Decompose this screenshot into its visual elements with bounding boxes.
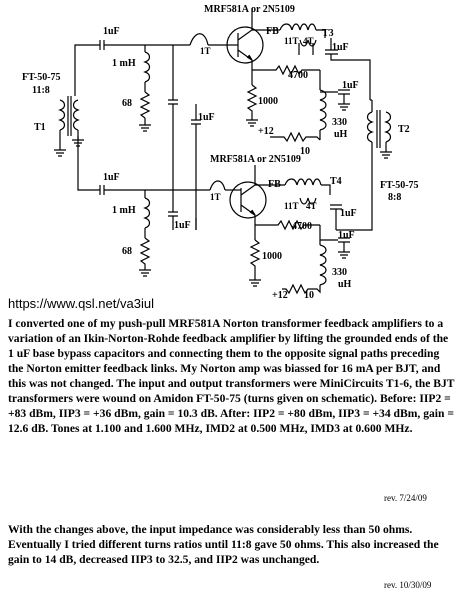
revision-date-1: rev. 7/24/09 [384,493,427,503]
cap-label-6: 1uF [342,80,359,91]
t2-core-label: FT-50-75 [380,180,419,191]
transformer-t1-secondary [72,99,80,131]
turns-1t-top: 1T [200,46,211,56]
r330-label-bottom: 330 [332,267,347,278]
r4700-label-bottom: 4700 [292,221,312,232]
transformer-t2-primary [366,111,374,143]
inductor-label-bottom: 1 mH [112,205,136,216]
description-paragraph-2: With the changes above, the input impeda… [8,523,439,566]
t2-ratio-label: 8:8 [388,192,401,203]
cap-label-2: 1uF [103,172,120,183]
t1-label: T1 [34,122,46,133]
fb-label-bottom: FB [268,179,281,190]
inductor-label-top: 1 mH [112,58,136,69]
r330-label-top: 330 [332,117,347,128]
transistor-top-label: MRF581A or 2N5109 [204,4,295,15]
uh-label-bottom: uH [338,279,352,290]
r68-label-bottom: 68 [122,246,132,257]
transformer-t2-secondary [384,111,392,143]
turns-11t-top: 11T [284,36,299,46]
t2-label: T2 [398,124,410,135]
transformer-t3-primary [291,23,317,31]
fb-label-top: FB [266,26,279,37]
t1-core-label: FT-50-75 [22,72,61,83]
inductor-330uh-bottom [319,244,327,286]
r10-label-top: 10 [300,146,310,157]
r68-label-top: 68 [122,98,132,109]
inductor-1mh-top [143,51,151,83]
t4-label: T4 [330,176,342,187]
vcc-label-bottom: +12 [272,290,288,300]
cap-label-4: 1uF [174,220,191,231]
cap-label-7: 1uF [340,208,357,219]
uh-label-top: uH [334,129,348,140]
inductor-330uh-top [319,89,327,131]
turns-11t-bottom: 11T [284,201,299,211]
cap-label-5: 1uF [332,42,349,53]
transistor-bottom-label: MRF581A or 2N5109 [210,154,301,165]
revision-date-2: rev. 10/30/09 [384,580,432,590]
description-paragraph-1: I converted one of my push-pull MRF581A … [8,317,455,435]
amplifier-schematic: MRF581A or 2N5109 MRF581A or 2N5109 FT-5… [22,4,419,300]
turns-1t-bottom: 1T [210,192,221,202]
resistor-68-top [139,91,151,119]
r4700-label-top: 4700 [288,70,308,81]
cap-1uf-bottom-input [99,185,105,195]
cap-label-1: 1uF [103,26,120,37]
cap-label-8: 1uF [338,230,355,241]
inductor-1mh-bottom [143,197,151,229]
transformer-t4-primary [296,178,322,186]
t1-ratio-label: 11:8 [32,85,50,96]
r1000-label-top: 1000 [258,96,278,107]
transformer-t1-primary [58,99,66,131]
cap-1uf-top-input [99,40,105,50]
turns-4t-top: 4T [303,36,314,46]
r1000-label-bottom: 1000 [262,251,282,262]
turns-4t-bottom: 4T [306,201,317,211]
source-url: https://www.qsl.net/va3iul [8,296,154,311]
cap-label-3: 1uF [198,112,215,123]
r10-label-bottom: 10 [304,290,314,300]
t3-label: T3 [322,28,334,39]
vcc-label-top: +12 [258,126,274,137]
